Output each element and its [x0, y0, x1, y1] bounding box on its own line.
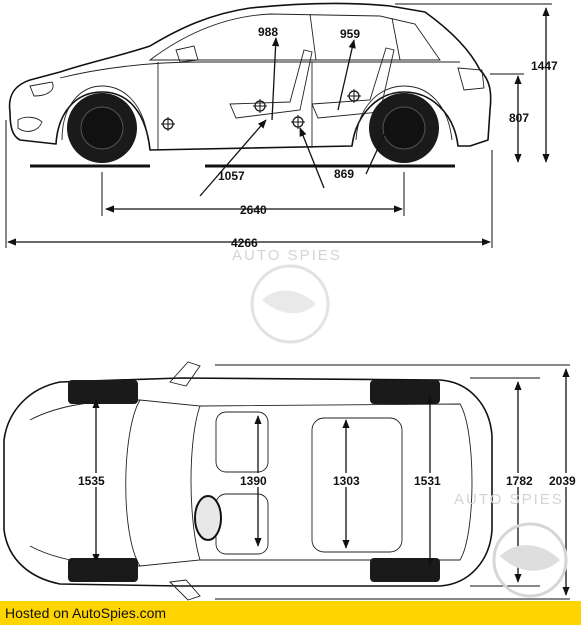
tire-rear-bottom: [370, 558, 440, 582]
watermark-center: AUTO SPIES: [232, 247, 342, 344]
mirror-bottom: [169, 579, 201, 601]
rear-interior-dim: 1303: [333, 474, 360, 488]
fog-light: [17, 116, 43, 132]
front-seat-right: [215, 493, 269, 555]
beltline: [59, 61, 460, 79]
side-mirror: [175, 45, 199, 63]
rear-track-dim: 1531: [414, 474, 441, 488]
watermark-right: AUTO SPIES: [454, 491, 568, 598]
mirror-top: [169, 361, 201, 387]
front-arch-line: [61, 85, 149, 141]
rear-headroom-arrow: [337, 39, 356, 111]
front-legroom-arrow: [199, 119, 267, 197]
rear-bench: [311, 417, 403, 553]
rear-legroom-arrow: [299, 127, 325, 189]
roof-outline: [199, 403, 473, 561]
windshield: [125, 399, 201, 567]
length-dim: 4266: [231, 236, 258, 250]
front-seat-left: [215, 411, 269, 473]
side-body-outline: [8, 2, 492, 151]
footer-banner[interactable]: Hosted on AutoSpies.com: [0, 601, 581, 625]
headlight: [29, 81, 54, 97]
measure-point-rear: [347, 89, 361, 103]
rear-legroom-arrow-2: [365, 117, 393, 175]
front-track-dim: 1535: [78, 474, 105, 488]
top-body-outline: [3, 377, 493, 587]
tire-front-bottom: [68, 558, 138, 582]
side-view: 988 959 1057 869 2640 4266 1447 807: [5, 2, 558, 250]
rear-seat: [311, 47, 395, 119]
rear-seat-dim: 959: [340, 27, 360, 41]
body-width-dim: 1782: [506, 474, 533, 488]
taillight: [457, 67, 485, 91]
svg-text:AUTO SPIES: AUTO SPIES: [232, 247, 342, 264]
front-seat-dim: 988: [258, 25, 278, 39]
watermark-globe-icon: [250, 264, 330, 344]
front-headroom-arrow: [271, 37, 280, 121]
measure-point-middle: [291, 115, 305, 129]
c-pillar: [391, 17, 401, 61]
top-view: 1535 1390 1303 1531 1782 2039: [3, 361, 581, 601]
svg-text:AUTO SPIES: AUTO SPIES: [454, 491, 564, 508]
b-pillar: [309, 13, 317, 61]
wheel-height-dim: 807: [509, 111, 529, 125]
wheelbase-dim: 2640: [240, 203, 267, 217]
steering-wheel-icon: [194, 495, 222, 541]
front-seat: [229, 49, 313, 119]
front-legroom-dim: 1057: [218, 169, 245, 183]
watermark-globe-icon-right: [492, 522, 568, 598]
tire-front-top: [68, 380, 138, 404]
rear-wheel-hub: [382, 106, 426, 150]
front-interior-dim: 1390: [240, 474, 267, 488]
height-dim: 1447: [531, 59, 558, 73]
front-wheel-hub: [80, 106, 124, 150]
tire-rear-top: [370, 380, 440, 404]
measure-point-front: [161, 117, 175, 131]
window-outline: [148, 13, 441, 61]
rear-legroom-dim: 869: [334, 167, 354, 181]
mirror-width-dim: 2039: [549, 474, 576, 488]
measure-point-driver: [253, 99, 267, 113]
